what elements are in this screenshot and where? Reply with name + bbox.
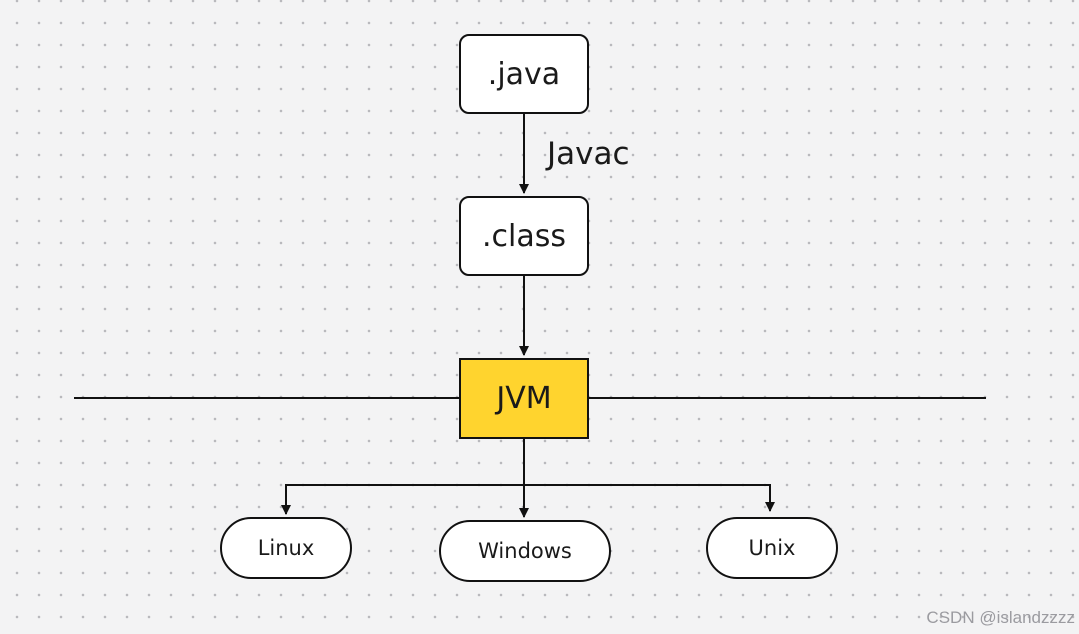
edge-jvm-to-unix <box>524 484 775 512</box>
node-java[interactable]: .java <box>459 34 589 114</box>
node-windows[interactable]: Windows <box>439 520 611 582</box>
node-class-label: .class <box>481 218 566 254</box>
node-windows-label: Windows <box>478 539 572 563</box>
node-unix-label: Unix <box>748 536 796 560</box>
watermark: CSDN @islandzzzz <box>926 608 1075 627</box>
edge-jvm-to-linux <box>281 484 524 515</box>
node-linux-label: Linux <box>257 536 315 560</box>
node-jvm-label: JVM <box>496 381 552 416</box>
node-java-label: .java <box>487 56 561 92</box>
node-jvm[interactable]: JVM <box>459 358 589 439</box>
node-class[interactable]: .class <box>459 196 589 276</box>
node-unix[interactable]: Unix <box>706 517 838 579</box>
edge-label-javac: Javac <box>547 136 630 172</box>
node-linux[interactable]: Linux <box>220 517 352 579</box>
